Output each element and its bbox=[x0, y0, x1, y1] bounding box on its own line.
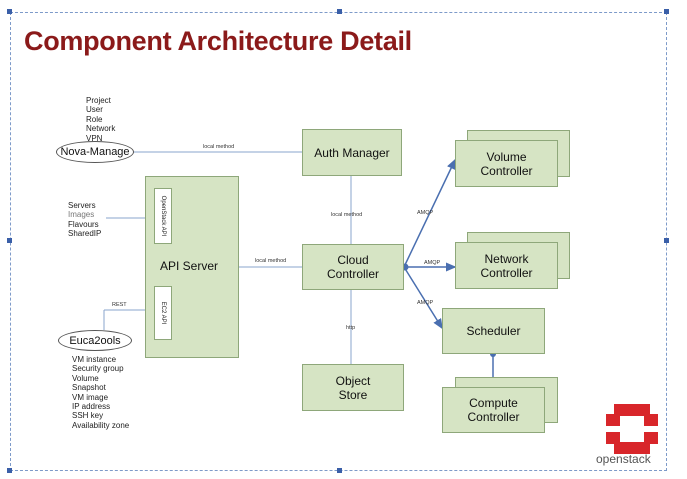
auth-manager-node[interactable]: Auth Manager bbox=[302, 129, 402, 176]
nova-manage-node[interactable]: Nova-Manage bbox=[56, 141, 134, 163]
list-item: Servers bbox=[68, 201, 96, 210]
list-item: Volume bbox=[72, 373, 99, 383]
openstack-api-tab[interactable]: OpenStack API bbox=[154, 188, 172, 244]
api-server-label: API Server bbox=[160, 259, 219, 273]
resize-handle-top-mid[interactable] bbox=[337, 9, 342, 14]
list-item: VM image bbox=[72, 392, 109, 402]
list-item: Flavours bbox=[68, 219, 99, 229]
local-method-label: local method bbox=[255, 258, 287, 264]
cloud-controller-node[interactable]: Cloud Controller bbox=[302, 244, 404, 290]
amqp-label: AMQP bbox=[424, 260, 441, 266]
list-item: Security group bbox=[72, 364, 124, 374]
list-item: VM instance bbox=[72, 355, 117, 364]
list-item: IP address bbox=[72, 402, 111, 412]
compute-controller-node[interactable]: Compute Controller bbox=[442, 387, 545, 433]
local-method-label: local method bbox=[331, 212, 363, 218]
list-item: VPN bbox=[86, 133, 103, 143]
list-item: Network bbox=[86, 124, 116, 134]
list-item: SharedIP bbox=[68, 229, 102, 239]
resize-handle-right-mid[interactable] bbox=[664, 238, 669, 243]
amqp-label: AMQP bbox=[417, 210, 434, 216]
list-item: Role bbox=[86, 114, 103, 124]
volume-controller-node[interactable]: Volume Controller bbox=[455, 140, 558, 187]
api-resource-list: Servers Images Flavours SharedIP bbox=[68, 201, 101, 239]
list-item: SSH key bbox=[72, 411, 104, 421]
rest-label: REST bbox=[112, 302, 127, 308]
http-label: http bbox=[346, 325, 356, 331]
openstack-logo-text: openstack bbox=[596, 452, 651, 466]
ec2-api-label: EC2 API bbox=[160, 301, 166, 325]
slide-title: Component Architecture Detail bbox=[24, 26, 412, 56]
openstack-logo-icon bbox=[606, 404, 658, 454]
nova-manage-list: Project User Role Network VPN bbox=[86, 96, 115, 143]
list-item: Images bbox=[68, 210, 95, 220]
scheduler-node[interactable]: Scheduler bbox=[442, 308, 545, 354]
list-item: User bbox=[86, 105, 103, 115]
openstack-api-label: OpenStack API bbox=[160, 195, 166, 237]
resize-handle-bottom-mid[interactable] bbox=[337, 468, 342, 473]
euca2ools-node[interactable]: Euca2ools bbox=[58, 330, 132, 351]
list-item: Snapshot bbox=[72, 383, 106, 393]
list-item: Availability zone bbox=[72, 420, 130, 430]
resize-handle-left-mid[interactable] bbox=[7, 238, 12, 243]
euca2ools-list: VM instance Security group Volume Snapsh… bbox=[72, 355, 129, 430]
network-controller-node[interactable]: Network Controller bbox=[455, 242, 558, 289]
amqp-label: AMQP bbox=[417, 300, 434, 306]
object-store-node[interactable]: Object Store bbox=[302, 364, 404, 411]
list-item: Project bbox=[86, 96, 111, 105]
local-method-label: local method bbox=[203, 144, 235, 150]
resize-handle-top-left[interactable] bbox=[7, 9, 12, 14]
resize-handle-bottom-left[interactable] bbox=[7, 468, 12, 473]
resize-handle-top-right[interactable] bbox=[664, 9, 669, 14]
ec2-api-tab[interactable]: EC2 API bbox=[154, 286, 172, 340]
